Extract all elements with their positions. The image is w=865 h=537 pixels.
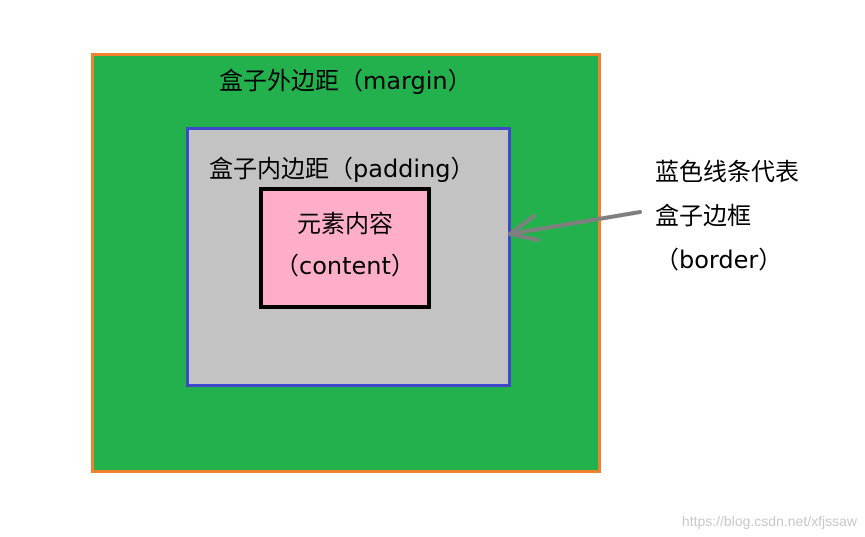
content-area	[259, 187, 431, 309]
arrow-icon	[508, 210, 642, 242]
content-label-line1: 元素内容	[297, 210, 393, 238]
border-note-line3: （border）	[655, 246, 783, 274]
arrow-shaft	[508, 210, 642, 236]
border-note-line1: 蓝色线条代表	[655, 158, 799, 186]
border-note-line2: 盒子边框	[655, 202, 751, 230]
border-note: 蓝色线条代表 盒子边框 （border）	[655, 150, 799, 282]
padding-label: 盒子内边距（padding）	[209, 155, 475, 183]
watermark: https://blog.csdn.net/xfjssaw	[681, 513, 857, 529]
content-label-line2: （content）	[275, 252, 415, 280]
content-label: 元素内容 （content）	[259, 203, 431, 287]
arrow-head	[508, 214, 540, 242]
margin-label: 盒子外边距（margin）	[219, 67, 472, 95]
